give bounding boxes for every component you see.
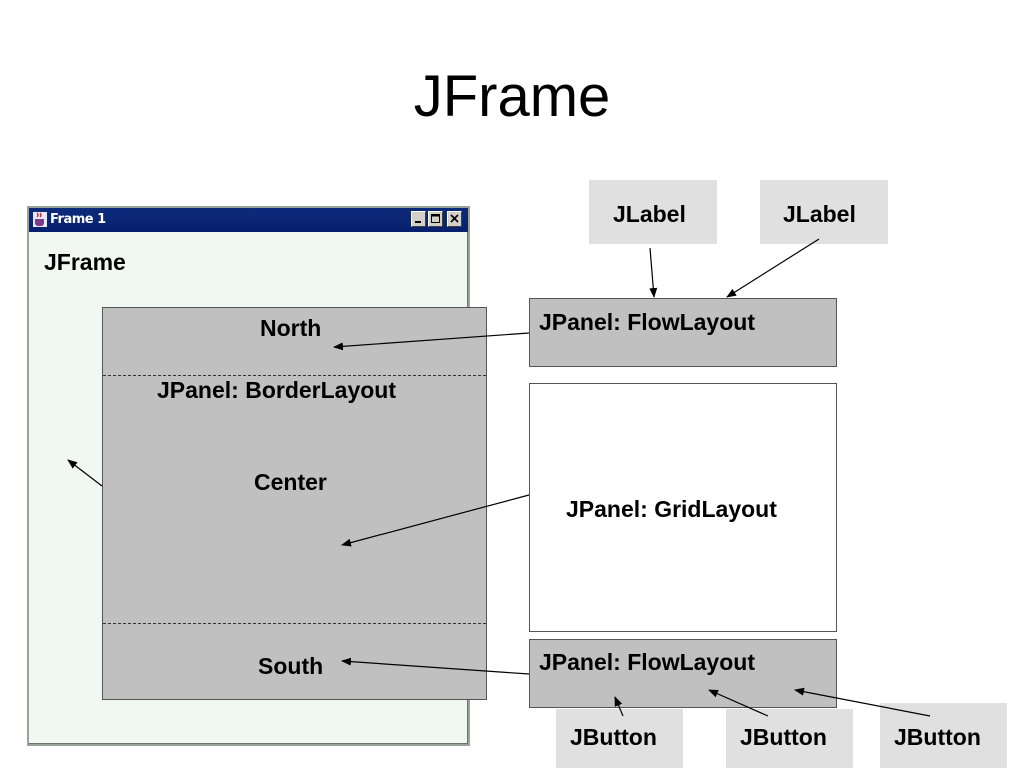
south-divider — [103, 623, 486, 624]
jlabel-2-label: JLabel — [783, 201, 856, 227]
flow-panel-bottom-label: JPanel: FlowLayout — [539, 649, 755, 675]
maximize-button[interactable] — [428, 211, 443, 227]
java-cup-icon — [32, 211, 48, 228]
south-label: South — [258, 653, 324, 679]
minimize-button[interactable] — [411, 211, 426, 227]
jbutton-1-label: JButton — [570, 724, 657, 750]
jbutton-box-2: JButton — [726, 709, 853, 768]
grid-panel: JPanel: GridLayout — [529, 383, 837, 632]
arrow-jbutton2-to-flow — [708, 689, 769, 717]
jbutton-box-1: JButton — [556, 709, 683, 768]
border-layout-label: JPanel: BorderLayout — [157, 377, 396, 403]
minimize-icon — [415, 221, 421, 223]
window-titlebar[interactable]: Frame 1 — [29, 208, 468, 232]
flow-panel-bottom: JPanel: FlowLayout — [529, 639, 837, 708]
arrow-grid-to-center — [341, 494, 530, 547]
arrow-jlabel2-to-flow — [726, 238, 820, 298]
slide-title: JFrame — [413, 64, 611, 129]
jbutton-box-3: JButton — [880, 703, 1007, 768]
window-title: Frame 1 — [50, 212, 106, 227]
arrow-jbutton1-to-flow — [614, 696, 624, 717]
close-icon — [450, 214, 459, 223]
border-layout-panel — [102, 307, 487, 700]
arrow-jlabel1-to-flow — [649, 247, 658, 298]
close-button[interactable] — [447, 211, 462, 227]
jlabel-box-2: JLabel — [760, 180, 888, 244]
north-divider — [103, 375, 486, 376]
jlabel-1-label: JLabel — [613, 201, 686, 227]
center-label: Center — [254, 469, 327, 495]
grid-panel-label: JPanel: GridLayout — [566, 496, 777, 522]
arrow-jbutton3-to-flow — [794, 687, 931, 717]
arrow-border-to-frame — [67, 459, 103, 487]
jframe-label: JFrame — [44, 249, 126, 275]
jbutton-2-label: JButton — [740, 724, 827, 750]
maximize-icon — [431, 214, 440, 223]
arrow-flow-to-south — [341, 657, 530, 675]
arrow-flow-to-north — [333, 332, 530, 351]
north-label: North — [260, 315, 322, 341]
jbutton-3-label: JButton — [894, 724, 981, 750]
jlabel-box-1: JLabel — [589, 180, 717, 244]
flow-panel-top: JPanel: FlowLayout — [529, 298, 837, 367]
flow-panel-top-label: JPanel: FlowLayout — [539, 309, 755, 335]
